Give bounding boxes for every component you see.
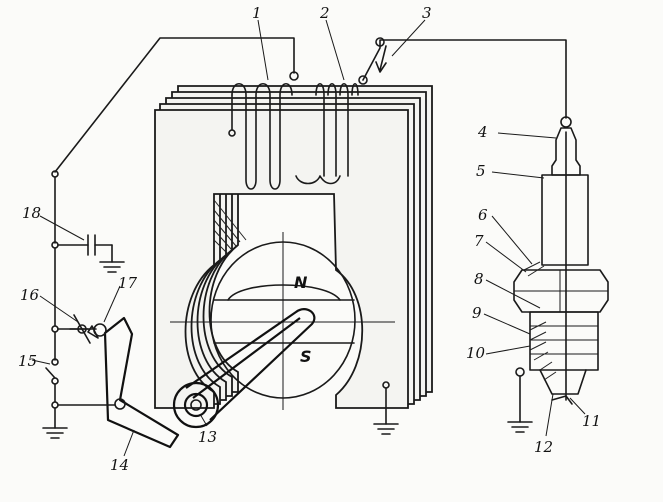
callout-labels: 1 2 3 4 5 6 7 8 9 10 11 12 13 14 15 16 1… bbox=[18, 4, 601, 474]
pole-shoe-hatch bbox=[213, 199, 247, 255]
primary-winding bbox=[228, 82, 293, 190]
label-6: 6 bbox=[478, 206, 488, 224]
label-5: 5 bbox=[476, 162, 486, 180]
label-13: 13 bbox=[198, 428, 217, 446]
label-8: 8 bbox=[474, 270, 484, 288]
leader-lines bbox=[31, 19, 586, 457]
spark-plug bbox=[513, 116, 609, 405]
label-10: 10 bbox=[466, 344, 486, 362]
cam-crank bbox=[172, 308, 316, 429]
secondary-circuit-wires bbox=[289, 37, 567, 119]
contact-points bbox=[69, 314, 97, 344]
laminated-core bbox=[154, 85, 433, 409]
label-12: 12 bbox=[534, 438, 553, 456]
secondary-winding bbox=[295, 82, 359, 185]
plug-gasket-hatch bbox=[523, 261, 557, 381]
label-11: 11 bbox=[582, 412, 601, 430]
capacitor bbox=[57, 234, 125, 273]
label-14: 14 bbox=[110, 456, 129, 474]
label-18: 18 bbox=[22, 204, 41, 222]
label-15: 15 bbox=[18, 352, 37, 370]
plug-ground bbox=[507, 367, 533, 433]
label-1: 1 bbox=[252, 4, 262, 22]
label-2: 2 bbox=[319, 4, 330, 22]
label-4: 4 bbox=[477, 123, 488, 141]
label-17: 17 bbox=[118, 274, 138, 292]
pole-south: S bbox=[300, 347, 312, 366]
primary-circuit-wires bbox=[42, 37, 295, 439]
label-7: 7 bbox=[474, 232, 484, 250]
label-16: 16 bbox=[20, 286, 40, 304]
pole-north: N bbox=[294, 273, 308, 292]
core-ground bbox=[373, 381, 399, 435]
label-9: 9 bbox=[472, 304, 482, 322]
label-3: 3 bbox=[422, 4, 432, 22]
